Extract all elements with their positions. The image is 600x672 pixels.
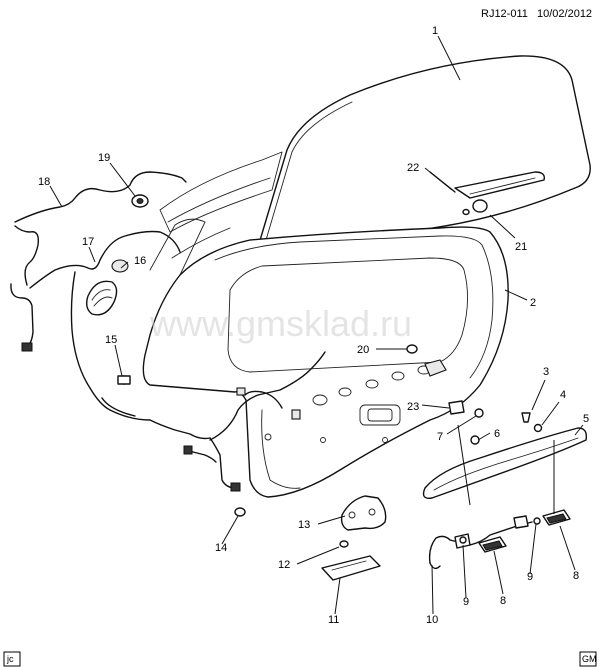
part-11-license-lamp bbox=[321, 555, 381, 581]
part-2-liftgate-panel bbox=[142, 226, 509, 498]
callout-3: 3 bbox=[543, 366, 549, 378]
part-16-grommet bbox=[85, 259, 129, 316]
callout-4: 4 bbox=[560, 389, 566, 401]
callout-12: 12 bbox=[278, 559, 290, 571]
callout-16: 16 bbox=[134, 255, 146, 267]
part-8-lamp-b bbox=[542, 509, 571, 526]
diagram-code: RJ12-011 bbox=[481, 8, 528, 20]
part-17-wiring-harness bbox=[10, 230, 326, 492]
part-13-latch bbox=[340, 495, 387, 531]
footer-jc-text: jc bbox=[6, 654, 14, 664]
callout-21: 21 bbox=[515, 241, 527, 253]
callout-19: 19 bbox=[98, 152, 110, 164]
callout-labels: 1 2 3 4 5 6 7 8 8 9 9 10 11 12 13 14 15 … bbox=[38, 25, 589, 626]
part-23-bracket bbox=[448, 400, 465, 415]
part-7-fastener bbox=[474, 408, 484, 418]
footer-jc-tag: jc bbox=[3, 651, 21, 667]
part-3-nut bbox=[521, 412, 531, 423]
callout-8-lower: 8 bbox=[500, 595, 506, 607]
part-9-bulb-a bbox=[459, 536, 467, 544]
callout-23: 23 bbox=[407, 401, 419, 413]
part-14-bumper bbox=[234, 507, 246, 517]
part-19-hose-grommet bbox=[131, 194, 149, 208]
liftgate-body-opening bbox=[149, 151, 283, 306]
part-1-rear-window-glass bbox=[257, 55, 591, 248]
leader-lines bbox=[49, 35, 584, 615]
callout-17: 17 bbox=[82, 236, 94, 248]
callout-1: 1 bbox=[432, 25, 438, 37]
callout-5: 5 bbox=[583, 413, 589, 425]
callout-7: 7 bbox=[437, 431, 443, 443]
part-20-bumper bbox=[406, 344, 418, 354]
callout-10: 10 bbox=[426, 614, 438, 626]
part-12-screw bbox=[339, 540, 349, 548]
callout-11: 11 bbox=[328, 614, 339, 626]
callout-6: 6 bbox=[494, 428, 500, 440]
footer-gm-logo: GM bbox=[579, 651, 597, 667]
part-6-fastener bbox=[470, 435, 480, 445]
callout-9-right: 9 bbox=[527, 571, 533, 583]
callout-9-lower: 9 bbox=[463, 596, 469, 608]
callout-18: 18 bbox=[38, 176, 50, 188]
watermark: www.gmsklad.ru bbox=[149, 303, 412, 344]
callout-8-right: 8 bbox=[573, 570, 579, 582]
part-8-lamp-a bbox=[478, 536, 507, 553]
callout-15: 15 bbox=[105, 334, 117, 346]
diagram-date: 10/02/2012 bbox=[537, 8, 592, 20]
callout-13: 13 bbox=[298, 519, 310, 531]
part-4-stud bbox=[533, 423, 543, 433]
footer-gm-text: GM bbox=[582, 654, 597, 664]
callout-20: 20 bbox=[357, 344, 369, 356]
part-21-washer-nozzle bbox=[462, 199, 488, 216]
part-5-applique bbox=[422, 427, 588, 499]
callout-22: 22 bbox=[407, 162, 419, 174]
part-9-bulb-b bbox=[533, 517, 541, 525]
callout-2: 2 bbox=[530, 297, 536, 309]
callout-14: 14 bbox=[215, 542, 227, 554]
part-15-bumper-stop bbox=[117, 375, 131, 385]
part-18-washer-hose bbox=[14, 171, 187, 286]
